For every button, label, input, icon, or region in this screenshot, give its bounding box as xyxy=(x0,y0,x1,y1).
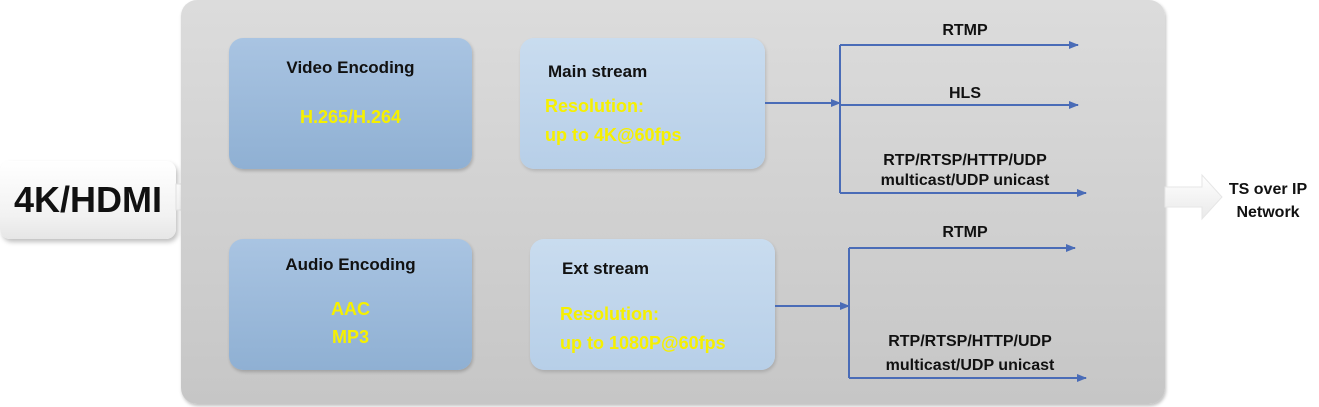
main-multi-label-line2: multicast/UDP unicast xyxy=(880,172,1050,189)
main-stream-resolution-value: up to 4K@60fps xyxy=(545,125,682,145)
ext-stream-resolution-label: Resolution: xyxy=(560,304,659,324)
ext-stream-box: Ext stream Resolution: up to 1080P@60fps xyxy=(530,239,775,370)
main-rtmp-label: RTMP xyxy=(942,22,988,39)
input-4k-hdmi-box: 4K/HDMI xyxy=(0,161,176,239)
ext-multi-label-line2: multicast/UDP unicast xyxy=(885,357,1055,374)
ext-rtmp-label: RTMP xyxy=(942,224,988,241)
input-label: 4K/HDMI xyxy=(13,179,162,220)
output-arrow-icon xyxy=(1164,173,1223,221)
main-stream-resolution-label: Resolution: xyxy=(545,96,644,116)
main-hls-label: HLS xyxy=(949,85,981,102)
audio-codec-aac: AAC xyxy=(331,299,370,319)
output-label-line1: TS over IP xyxy=(1228,181,1308,198)
audio-encoding-title: Audio Encoding xyxy=(285,255,416,274)
audio-codec-mp3: MP3 xyxy=(331,327,369,347)
ext-multi-label-line1: RTP/RTSP/HTTP/UDP xyxy=(888,333,1052,350)
video-encoding-box: Video Encoding H.265/H.264 xyxy=(229,38,472,169)
ext-stream-title: Ext stream xyxy=(562,259,649,278)
main-stream-box: Main stream Resolution: up to 4K@60fps xyxy=(520,38,765,169)
audio-encoding-box: Audio Encoding AAC MP3 xyxy=(229,239,472,370)
video-encoding-title: Video Encoding xyxy=(286,58,415,77)
video-codec: H.265/H.264 xyxy=(299,107,402,127)
main-multi-label-line1: RTP/RTSP/HTTP/UDP xyxy=(883,152,1047,169)
ext-stream-resolution-value: up to 1080P@60fps xyxy=(560,333,726,353)
main-stream-title: Main stream xyxy=(548,62,648,81)
output-label-line2: Network xyxy=(1236,204,1300,221)
